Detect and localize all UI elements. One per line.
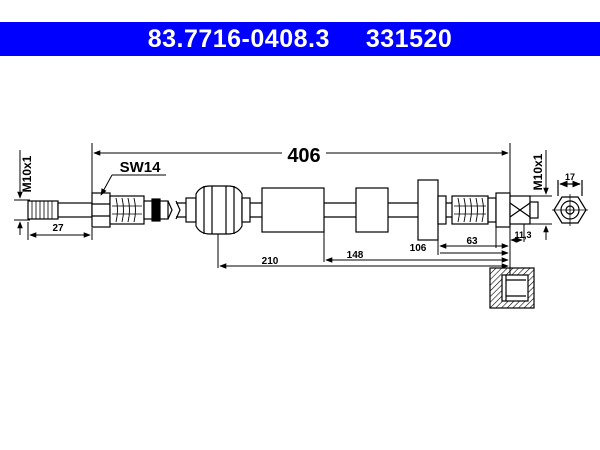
right-thread-label: M10x1 [531, 153, 545, 190]
wrench-size-leader [100, 174, 166, 196]
dim-63-label: 63 [466, 236, 478, 247]
dim-11-3-label: 11,3 [514, 230, 531, 240]
title-bar: 83.7716-0408.3 331520 [0, 22, 600, 56]
left-fitting [27, 192, 169, 228]
wrench-size-label: SW14 [120, 159, 162, 176]
dim-210-label: 210 [262, 256, 279, 267]
dim-17-label: 17 [565, 172, 575, 182]
end-view [552, 180, 588, 226]
mounting-detail [489, 267, 535, 309]
dimension-27 [27, 222, 93, 240]
right-fitting [451, 192, 539, 228]
dim-106-label: 106 [410, 243, 427, 254]
dim-27-label: 27 [52, 223, 64, 234]
chain-dimensions [217, 224, 525, 275]
dim-148-label: 148 [347, 250, 364, 261]
left-thread-dimension [14, 150, 30, 235]
reference-number: 331520 [365, 24, 453, 53]
right-thread-dimension [530, 150, 552, 240]
left-thread-label: M10x1 [20, 155, 34, 192]
part-number: 83.7716-0408.3 [147, 24, 330, 53]
overall-length-label: 406 [287, 145, 320, 167]
overall-length-dimension [91, 143, 511, 195]
